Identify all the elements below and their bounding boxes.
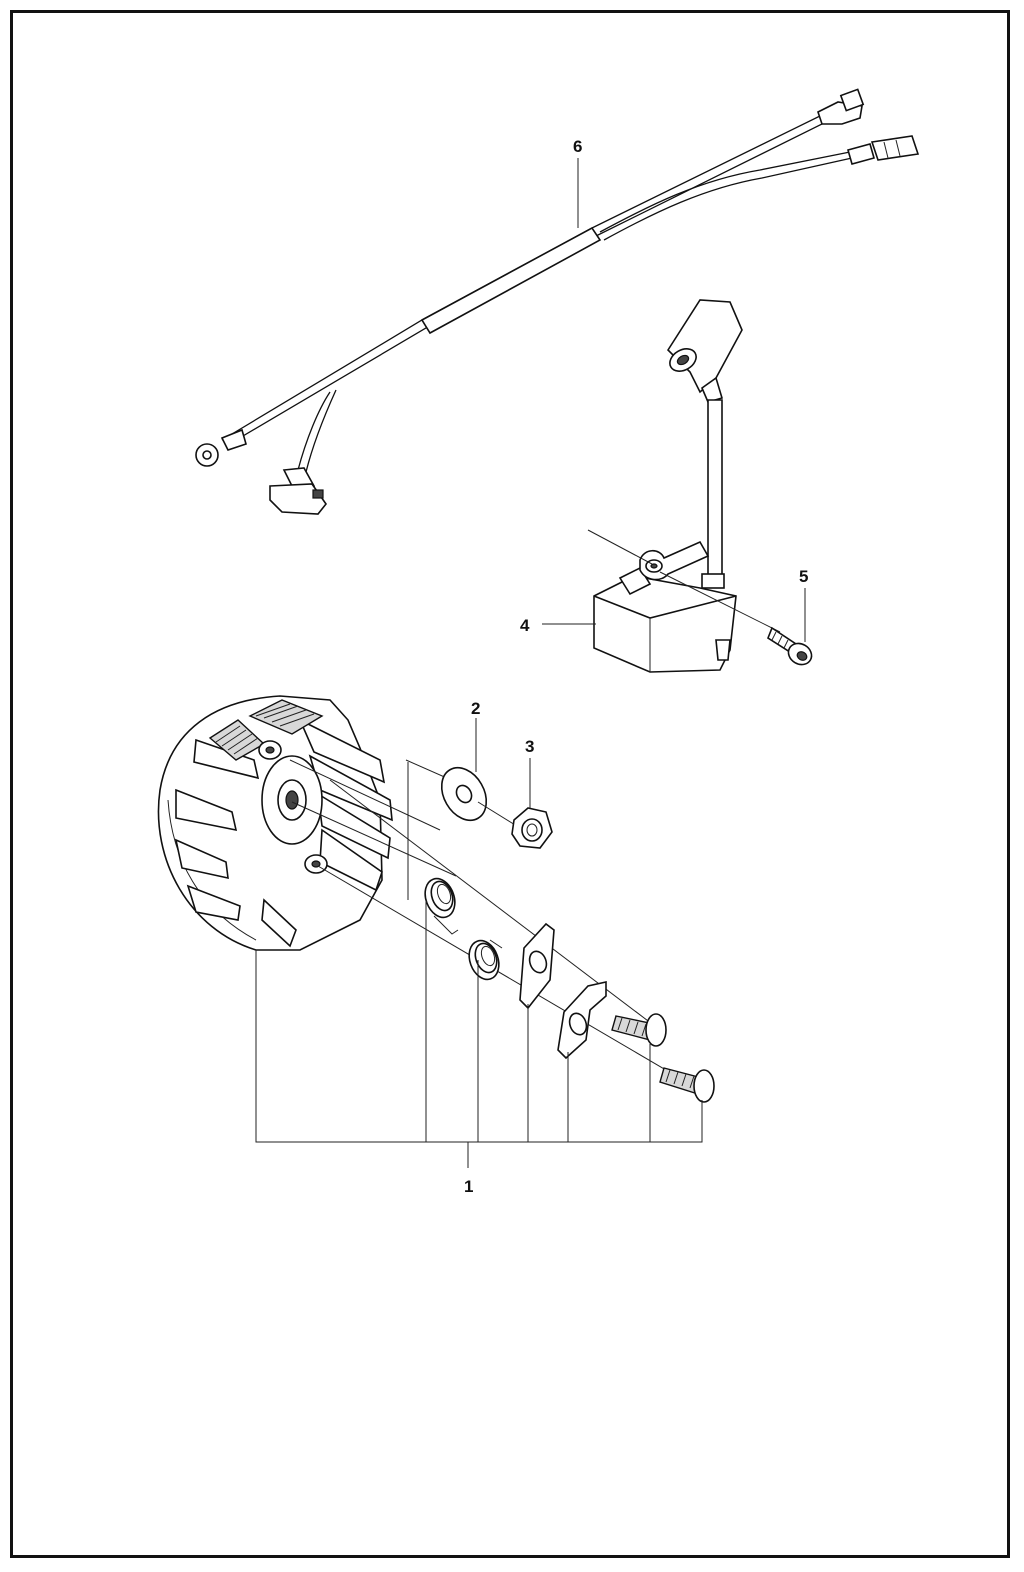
callout-4: 4	[520, 616, 530, 635]
callout-5: 5	[799, 567, 808, 586]
pawl-lower	[557, 981, 607, 1060]
pawl-screw-upper	[611, 1013, 667, 1047]
callout-2: 2	[471, 699, 480, 718]
flywheel-washer	[405, 718, 488, 822]
callout-3: 3	[525, 737, 534, 756]
callout-6: 6	[573, 137, 582, 156]
wiring-harness	[195, 88, 920, 515]
pawl-screw-lower	[659, 1067, 715, 1103]
module-screw	[659, 571, 813, 666]
pawl-spring-upper	[424, 877, 459, 935]
pawl-upper	[519, 922, 555, 1010]
ignition-module	[542, 299, 743, 673]
flywheel-nut	[477, 758, 553, 849]
callout-1: 1	[464, 1177, 473, 1196]
flywheel	[157, 695, 701, 1091]
pawl-spring-lower	[468, 939, 503, 981]
assembly-bracket	[255, 762, 703, 1168]
